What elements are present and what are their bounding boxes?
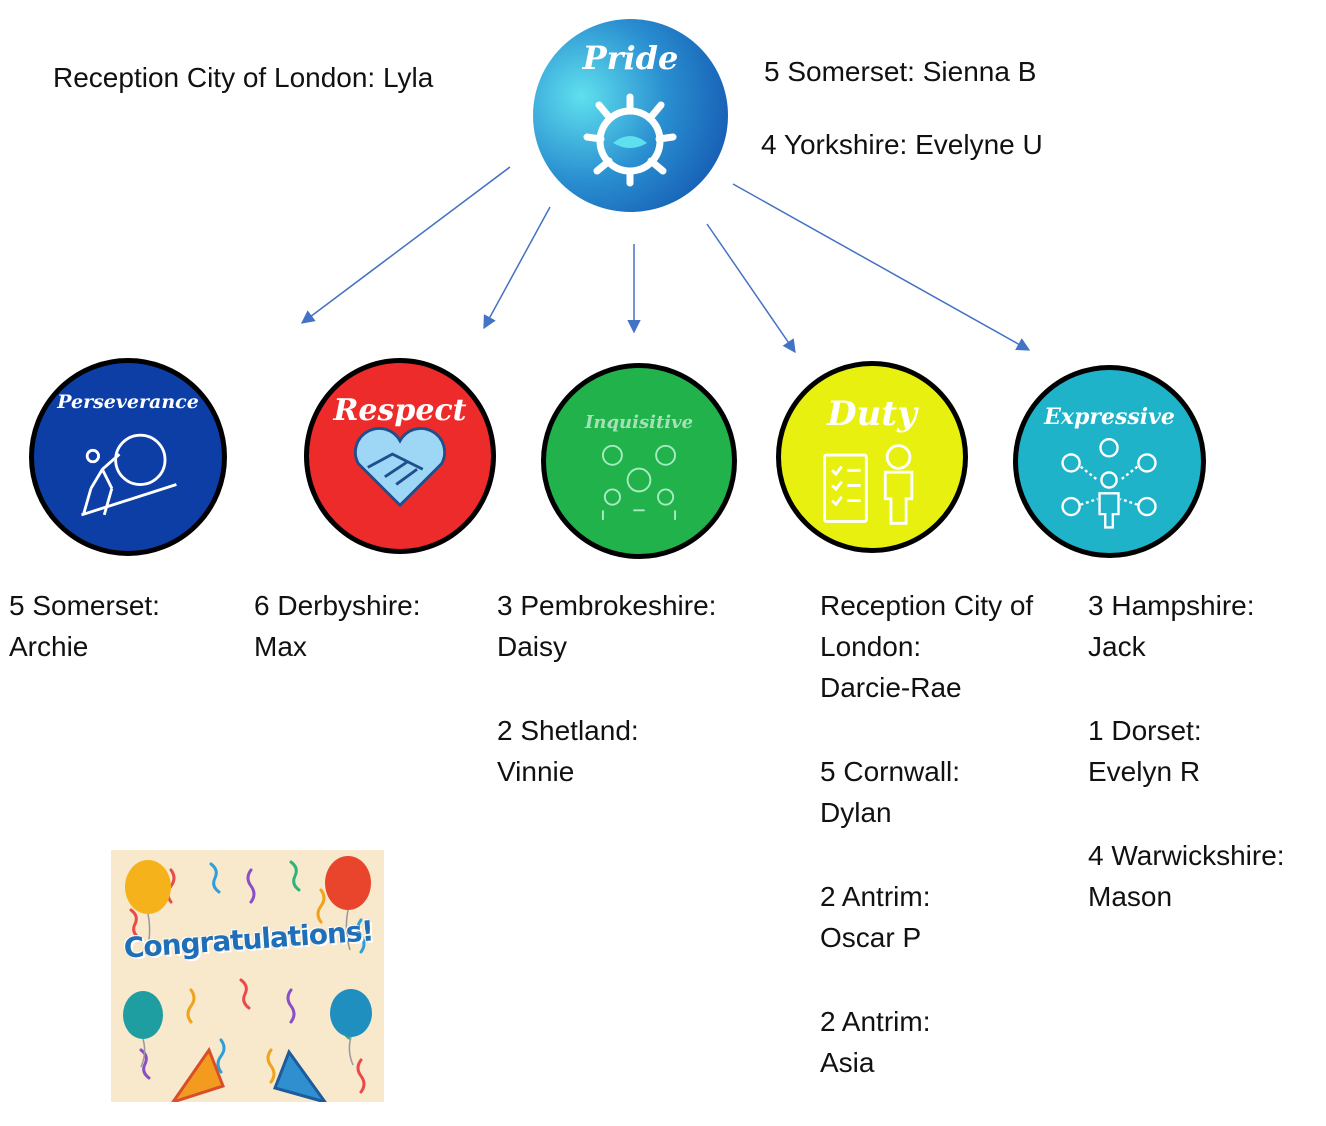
expressive-label: Expressive xyxy=(1044,404,1175,430)
winner-name: Dylan xyxy=(820,797,892,828)
winner-name: Asia xyxy=(820,1047,875,1078)
respect-badge: Respect xyxy=(304,358,496,554)
winner-entry: 5 Cornwall: Dylan xyxy=(820,751,1035,833)
winner-name: Evelyn R xyxy=(1088,756,1201,787)
winner-name: Archie xyxy=(9,631,89,662)
inquisitive-badge: Inquisitive xyxy=(541,363,737,559)
winner-class: 2 Shetland: xyxy=(497,715,639,746)
winner-entry: 3 Hampshire: Jack xyxy=(1088,585,1324,667)
pride-winner-2: 5 Somerset: Sienna B xyxy=(764,56,1037,87)
winner-class: Reception City of London: xyxy=(820,590,1034,662)
winner-name: Oscar P xyxy=(820,922,922,953)
perseverance-winners: 5 Somerset: Archie xyxy=(9,585,229,710)
perseverance-label: Perseverance xyxy=(57,391,199,413)
thinking-people-icon xyxy=(601,444,677,520)
winner-name: Darcie-Rae xyxy=(820,672,962,703)
boulder-climber-icon xyxy=(81,433,177,517)
confetti-balloons-illustration xyxy=(123,856,372,1102)
duty-label: Duty xyxy=(827,394,917,434)
duty-badge: Duty xyxy=(776,361,968,553)
winner-class: 6 Derbyshire: xyxy=(254,590,421,621)
emotions-person-icon xyxy=(1061,438,1157,529)
winner-name: Mason xyxy=(1088,881,1173,912)
expressive-badge: Expressive xyxy=(1013,365,1206,558)
winner-class: 3 Pembrokeshire: xyxy=(497,590,717,621)
duty-winners: Reception City of London: Darcie-Rae 5 C… xyxy=(820,585,1035,1126)
checklist-person-icon xyxy=(823,444,914,525)
pride-winner-1: Reception City of London: Lyla xyxy=(53,62,434,93)
winner-entry: 2 Antrim: Asia xyxy=(820,1001,1035,1083)
winner-entry: Reception City of London: Darcie-Rae xyxy=(820,585,1035,708)
pride-label: Pride xyxy=(582,39,679,77)
pride-winner-3: 4 Yorkshire: Evelyne U xyxy=(761,129,1043,160)
winner-name: Jack xyxy=(1088,631,1146,662)
arrow-perseverance xyxy=(300,166,511,324)
winner-entry: 3 Pembrokeshire: Daisy xyxy=(497,585,797,667)
winner-name: Max xyxy=(254,631,307,662)
connector-arrows xyxy=(300,166,1031,354)
winner-class: 5 Cornwall: xyxy=(820,756,961,787)
winner-name: Daisy xyxy=(497,631,568,662)
inquisitive-label: Inquisitive xyxy=(584,412,694,433)
winner-class: 1 Dorset: xyxy=(1088,715,1202,746)
winner-entry: 5 Somerset: Archie xyxy=(9,585,229,667)
heart-handshake-icon xyxy=(353,427,447,508)
winner-entry: 6 Derbyshire: Max xyxy=(254,585,474,667)
respect-winners: 6 Derbyshire: Max xyxy=(254,585,474,710)
hands-circle-icon xyxy=(583,93,677,187)
congratulations-image: Congratulations! xyxy=(111,850,384,1102)
winner-class: 3 Hampshire: xyxy=(1088,590,1255,621)
winner-class: 2 Antrim: xyxy=(820,1006,931,1037)
respect-label: Respect xyxy=(333,393,467,428)
winner-class: 4 Warwickshire: xyxy=(1088,840,1285,871)
arrow-expressive xyxy=(732,183,1031,351)
winner-class: 5 Somerset: xyxy=(9,590,160,621)
arrow-respect xyxy=(483,206,551,330)
winner-entry: 4 Warwickshire: Mason xyxy=(1088,835,1324,917)
pride-badge: Pride xyxy=(533,19,728,212)
winner-name: Vinnie xyxy=(497,756,575,787)
arrow-duty xyxy=(706,223,796,354)
expressive-winners: 3 Hampshire: Jack 1 Dorset: Evelyn R 4 W… xyxy=(1088,585,1324,960)
winner-entry: 1 Dorset: Evelyn R xyxy=(1088,710,1324,792)
winner-entry: 2 Shetland: Vinnie xyxy=(497,710,797,792)
perseverance-badge: Perseverance xyxy=(29,358,227,556)
winner-class: 2 Antrim: xyxy=(820,881,931,912)
inquisitive-winners: 3 Pembrokeshire: Daisy 2 Shetland: Vinni… xyxy=(497,585,797,835)
winner-entry: 2 Antrim: Oscar P xyxy=(820,876,1035,958)
